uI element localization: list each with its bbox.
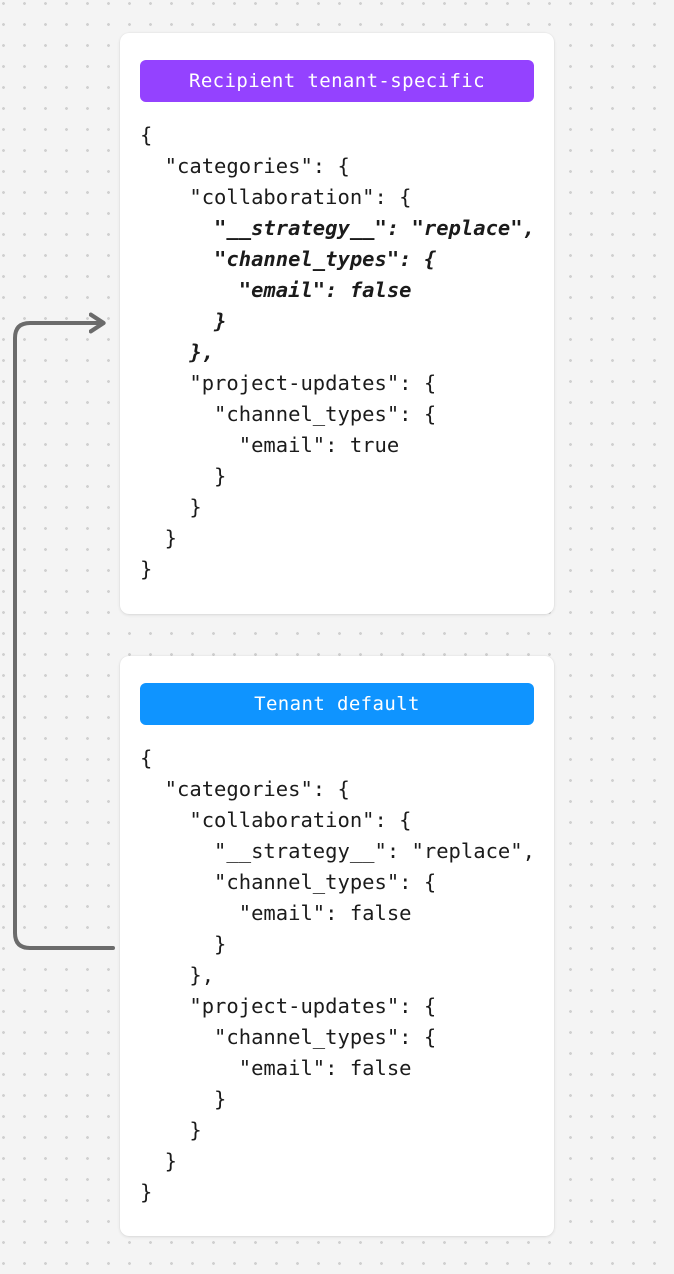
code-line: "categories": { — [140, 154, 350, 178]
code-line: } — [140, 495, 202, 519]
code-line: } — [140, 557, 153, 581]
code-line: "collaboration": { — [140, 808, 412, 832]
card-header-recipient-tenant-specific: Recipient tenant-specific — [140, 60, 534, 102]
code-line: "__strategy__": "replace", — [140, 216, 535, 240]
code-line: { — [140, 746, 153, 770]
code-line: } — [140, 1149, 178, 1173]
card-recipient-tenant-specific: Recipient tenant-specific { "categories"… — [120, 33, 554, 614]
code-line: } — [140, 1180, 153, 1204]
card-tenant-default: Tenant default { "categories": { "collab… — [120, 656, 554, 1236]
code-line: "email": false — [140, 1056, 412, 1080]
code-line: }, — [140, 963, 215, 987]
code-line: } — [140, 1118, 202, 1142]
code-line: } — [140, 526, 178, 550]
json-code-recipient-tenant-specific: { "categories": { "collaboration": { "__… — [140, 120, 535, 585]
code-line: { — [140, 123, 153, 147]
code-line: } — [140, 932, 227, 956]
code-line: "email": false — [140, 278, 412, 302]
code-line: "channel_types": { — [140, 1025, 437, 1049]
code-line: } — [140, 309, 227, 333]
code-line: "collaboration": { — [140, 185, 412, 209]
code-line: "__strategy__": "replace", — [140, 839, 535, 863]
code-line: "channel_types": { — [140, 402, 437, 426]
code-line: "project-updates": { — [140, 994, 437, 1018]
code-line: }, — [140, 340, 215, 364]
code-line: } — [140, 1087, 227, 1111]
code-line: "email": true — [140, 433, 400, 457]
card-header-tenant-default: Tenant default — [140, 683, 534, 725]
code-line: "project-updates": { — [140, 371, 437, 395]
override-arrow — [13, 300, 115, 950]
code-line: "categories": { — [140, 777, 350, 801]
code-line: "channel_types": { — [140, 870, 437, 894]
code-line: } — [140, 464, 227, 488]
json-code-tenant-default: { "categories": { "collaboration": { "__… — [140, 743, 535, 1208]
code-line: "email": false — [140, 901, 412, 925]
code-line: "channel_types": { — [140, 247, 437, 271]
